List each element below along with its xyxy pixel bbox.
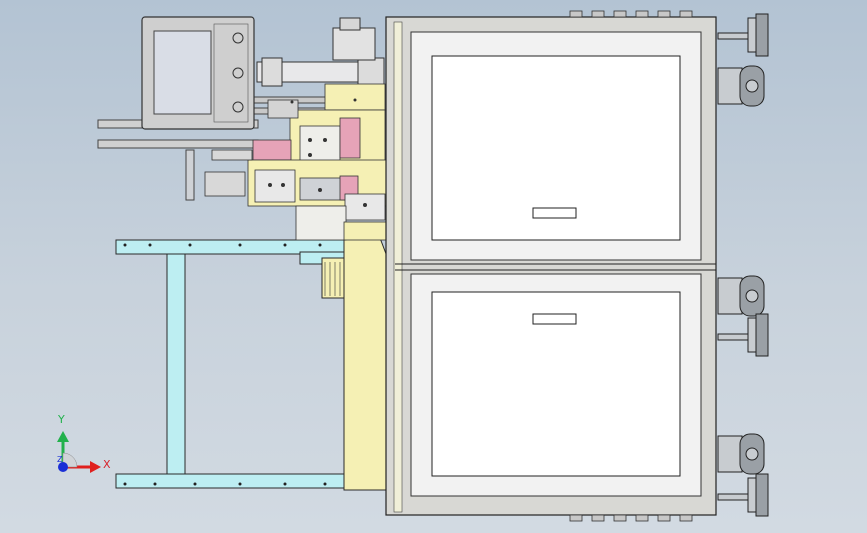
z-axis-dot [58, 462, 68, 472]
vertical-rod [185, 149, 195, 201]
leveling-foot-top [717, 13, 769, 57]
mechanism-details [268, 98, 367, 207]
cyan-support-frame [115, 239, 345, 489]
caster-wheel-lower [717, 433, 765, 475]
cabinet [385, 16, 717, 516]
linear-guide-lines [324, 262, 341, 296]
frame-vertical-post [166, 253, 186, 477]
cabinet-bottom-bolts [569, 514, 693, 522]
frame-bolts [123, 243, 327, 486]
hmi-touch-screen [141, 16, 255, 130]
yellow-bracket [321, 257, 345, 299]
upper-door-handle [532, 207, 577, 219]
mechanism-assembly [204, 83, 389, 241]
caster-wheel-upper [717, 65, 765, 107]
screen-knob-bottom [232, 101, 244, 113]
cabinet-top-bolts [569, 10, 693, 18]
leveling-foot-bottom [717, 473, 769, 517]
pneumatic-cylinder [256, 17, 385, 87]
leveling-foot-middle [717, 313, 769, 357]
y-axis-label: Y [58, 413, 65, 426]
screen-knob-middle [232, 67, 244, 79]
axis-triad [57, 431, 101, 473]
z-axis-label: Z [57, 455, 63, 464]
caster-wheel-middle [717, 275, 765, 317]
screen-knob-top [232, 32, 244, 44]
lower-door-handle [532, 313, 577, 325]
screen-display [153, 30, 212, 115]
x-axis-label: X [103, 458, 111, 471]
frame-bottom-beam [115, 473, 345, 489]
